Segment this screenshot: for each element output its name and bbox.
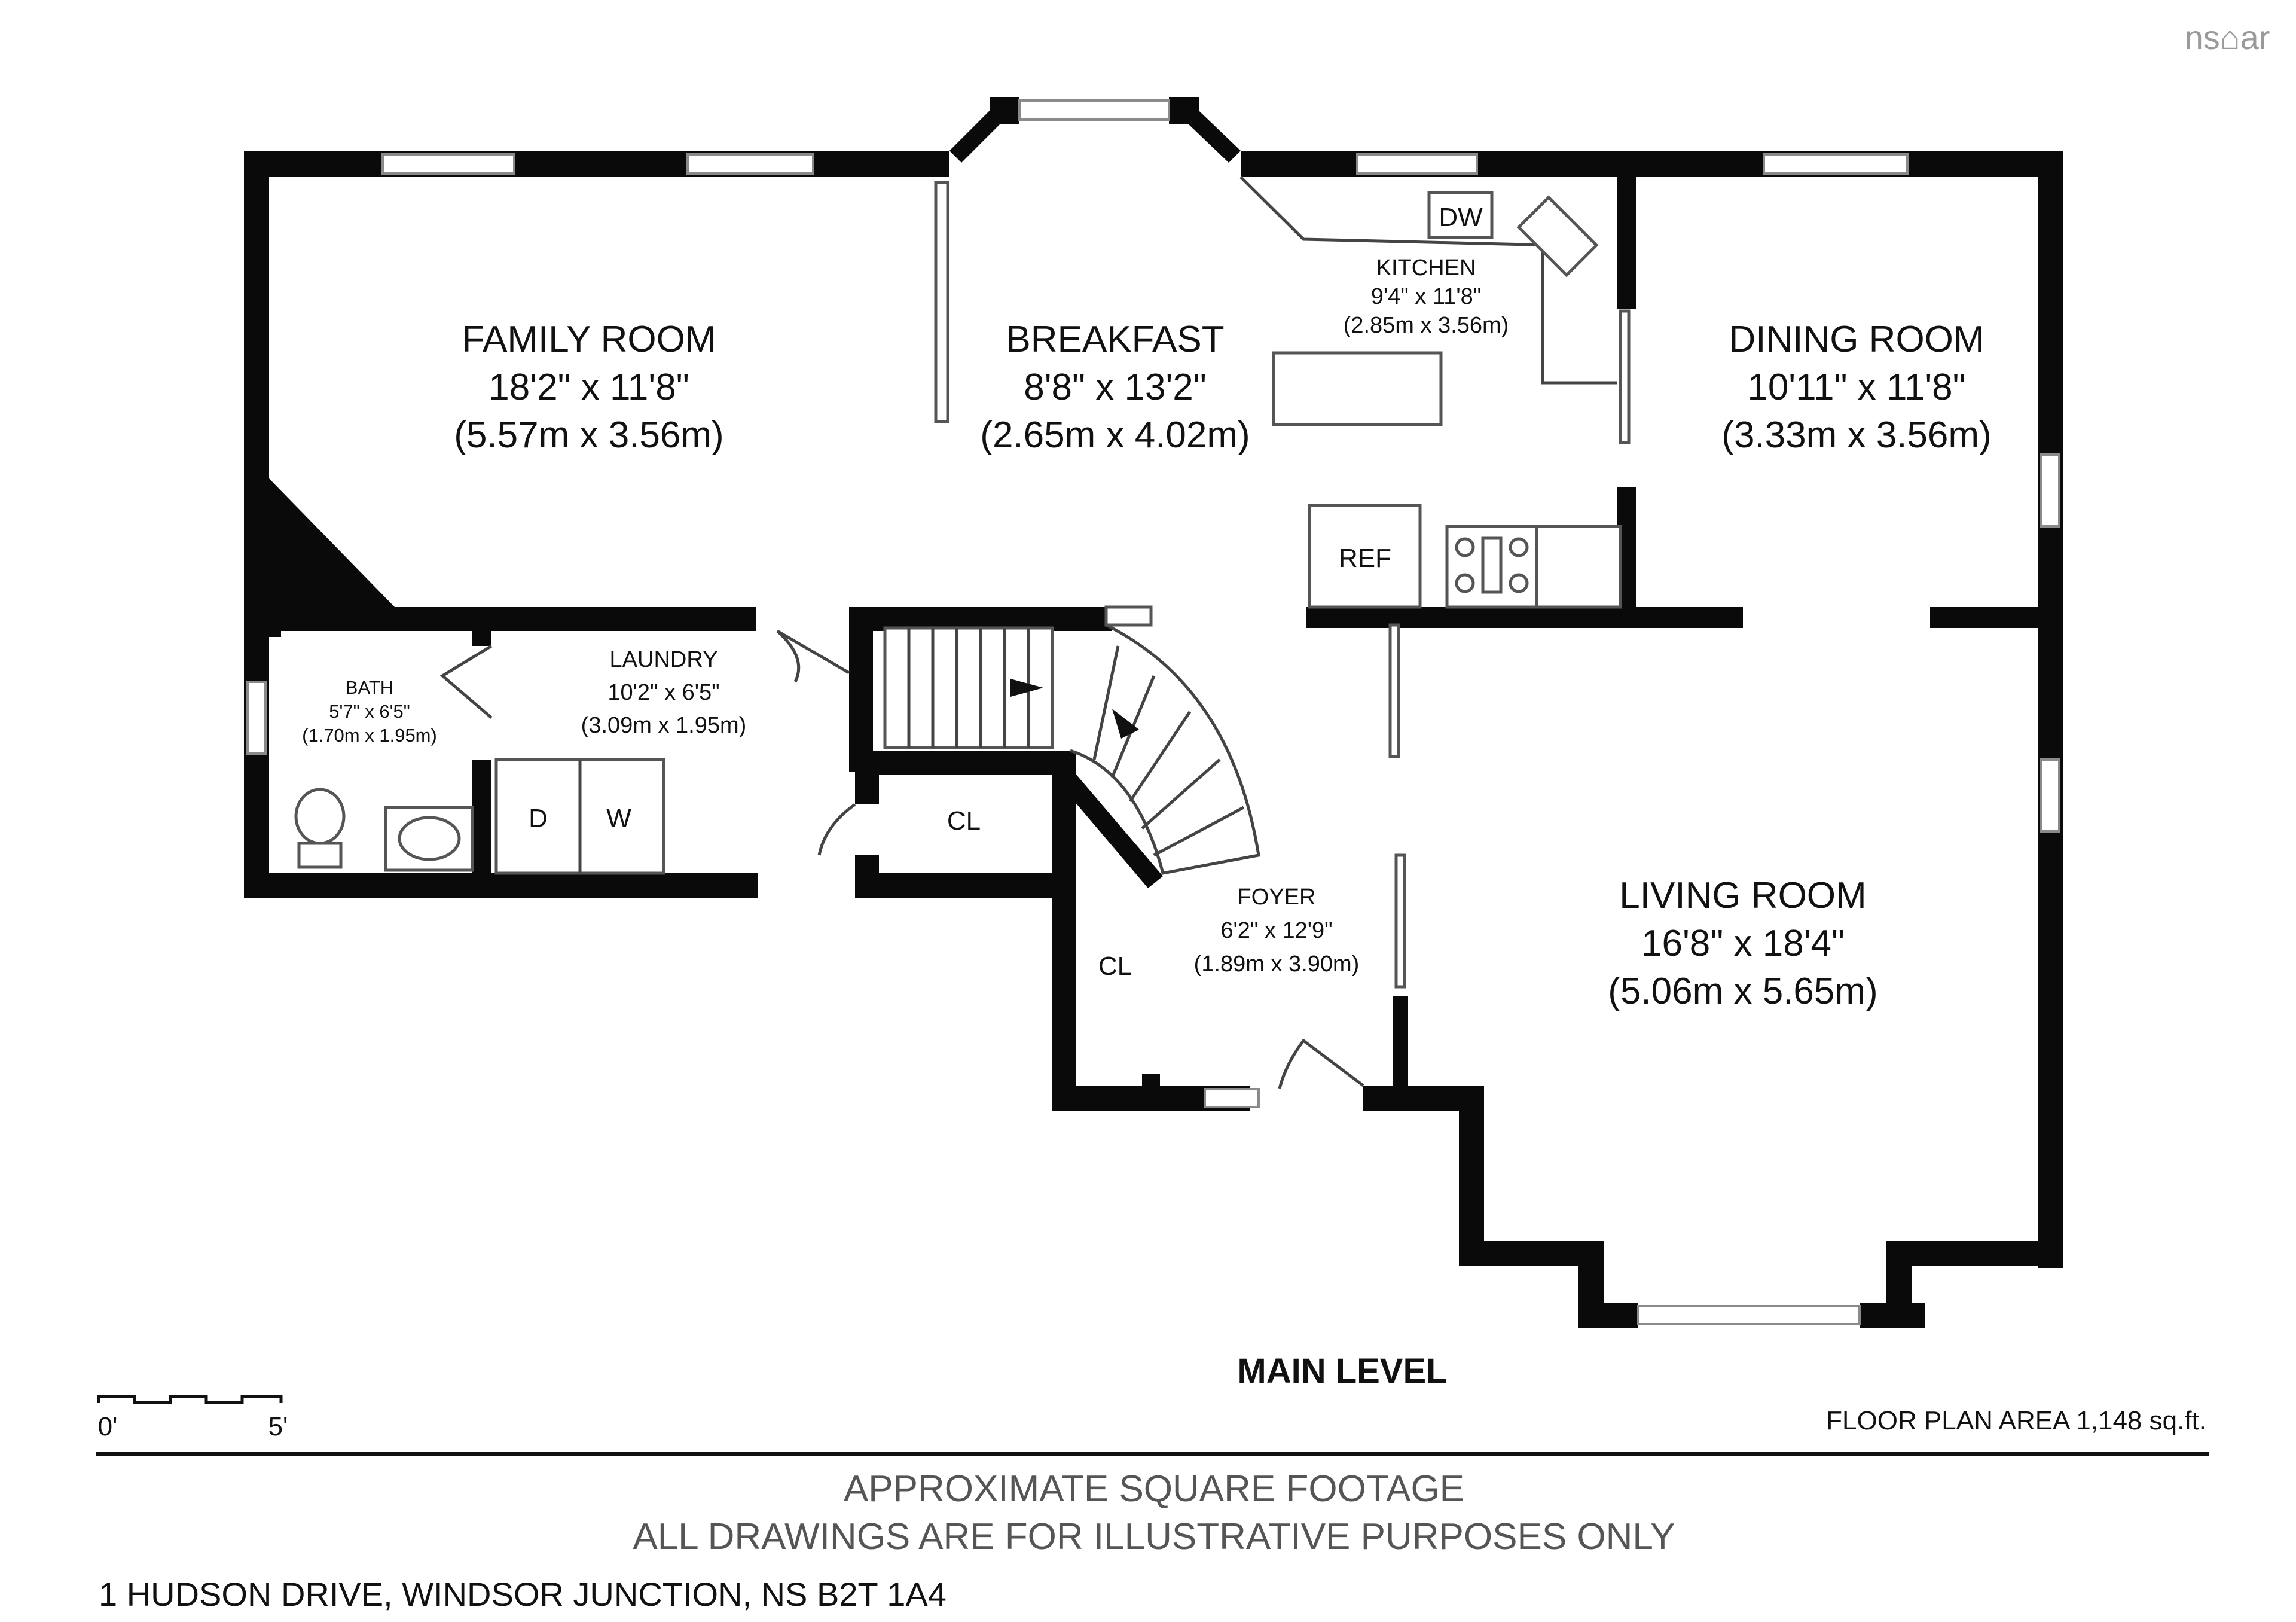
room-dimensions-imperial: 10'11" x 11'8" <box>1747 367 1965 408</box>
room-dimensions-metric: (3.33m x 3.56m) <box>1721 414 1991 456</box>
level-title: MAIN LEVEL <box>1237 1352 1447 1391</box>
room-name: LIVING ROOM <box>1619 875 1866 916</box>
closet-label: CL <box>947 806 981 836</box>
room-dimensions-metric: (3.09m x 1.95m) <box>581 713 747 738</box>
closet-label: CL <box>1098 952 1132 981</box>
interior-details <box>294 176 1631 1089</box>
property-address: 1 HUDSON DRIVE, WINDSOR JUNCTION, NS B2T… <box>99 1575 947 1613</box>
nsar-logo: ns⌂ar <box>2185 19 2270 56</box>
room-dimensions-imperial: 18'2" x 11'8" <box>488 367 689 408</box>
room-dimensions-imperial: 5'7" x 6'5" <box>329 701 410 722</box>
disclaimer-line-1: APPROXIMATE SQUARE FOOTAGE <box>844 1468 1464 1510</box>
room-family: FAMILY ROOM 18'2" x 11'8" (5.57m x 3.56m… <box>454 319 723 456</box>
disclaimer-line-2: ALL DRAWINGS ARE FOR ILLUSTRATIVE PURPOS… <box>633 1516 1675 1557</box>
room-name: BATH <box>346 677 393 698</box>
room-dimensions-imperial: 8'8" x 13'2" <box>1024 367 1207 408</box>
dishwasher-label: DW <box>1439 203 1483 232</box>
room-name: FAMILY ROOM <box>462 319 716 360</box>
room-dimensions-imperial: 9'4" x 11'8" <box>1371 284 1481 309</box>
room-dimensions-metric: (2.65m x 4.02m) <box>980 414 1250 456</box>
dryer-label: D <box>529 804 548 833</box>
room-name: FOYER <box>1238 885 1316 910</box>
scale-end-label: 5' <box>268 1412 288 1441</box>
room-dimensions-metric: (1.89m x 3.90m) <box>1194 952 1360 977</box>
floor-area-label: FLOOR PLAN AREA 1,148 sq.ft. <box>1826 1406 2206 1435</box>
windows <box>246 99 2060 1325</box>
divider-line <box>96 1452 2209 1456</box>
washer-label: W <box>606 804 631 833</box>
scale-start-label: 0' <box>98 1412 118 1441</box>
room-name: DINING ROOM <box>1729 319 1984 360</box>
room-name: LAUNDRY <box>610 647 718 672</box>
room-kitchen: KITCHEN 9'4" x 11'8" (2.85m x 3.56m) <box>1344 255 1509 338</box>
room-dimensions-imperial: 16'8" x 18'4" <box>1641 923 1845 964</box>
walls <box>244 97 2063 1328</box>
room-dimensions-imperial: 6'2" x 12'9" <box>1220 918 1332 943</box>
refrigerator-label: REF <box>1339 544 1391 573</box>
room-name: KITCHEN <box>1376 255 1476 281</box>
room-name: BREAKFAST <box>1006 319 1224 360</box>
room-laundry: LAUNDRY 10'2" x 6'5" (3.09m x 1.95m) <box>581 647 747 738</box>
room-living: LIVING ROOM 16'8" x 18'4" (5.06m x 5.65m… <box>1608 875 1877 1012</box>
room-dimensions-metric: (2.85m x 3.56m) <box>1344 313 1509 338</box>
room-bath: BATH 5'7" x 6'5" (1.70m x 1.95m) <box>302 677 437 746</box>
scale-bar: 0' 5' <box>97 1395 288 1441</box>
room-dimensions-metric: (1.70m x 1.95m) <box>302 725 437 746</box>
room-breakfast: BREAKFAST 8'8" x 13'2" (2.65m x 4.02m) <box>980 319 1250 456</box>
room-dimensions-metric: (5.57m x 3.56m) <box>454 414 723 456</box>
room-dining: DINING ROOM 10'11" x 11'8" (3.33m x 3.56… <box>1721 319 1991 456</box>
room-foyer: FOYER 6'2" x 12'9" (1.89m x 3.90m) <box>1194 885 1360 977</box>
room-dimensions-metric: (5.06m x 5.65m) <box>1608 971 1877 1012</box>
room-dimensions-imperial: 10'2" x 6'5" <box>607 680 719 705</box>
